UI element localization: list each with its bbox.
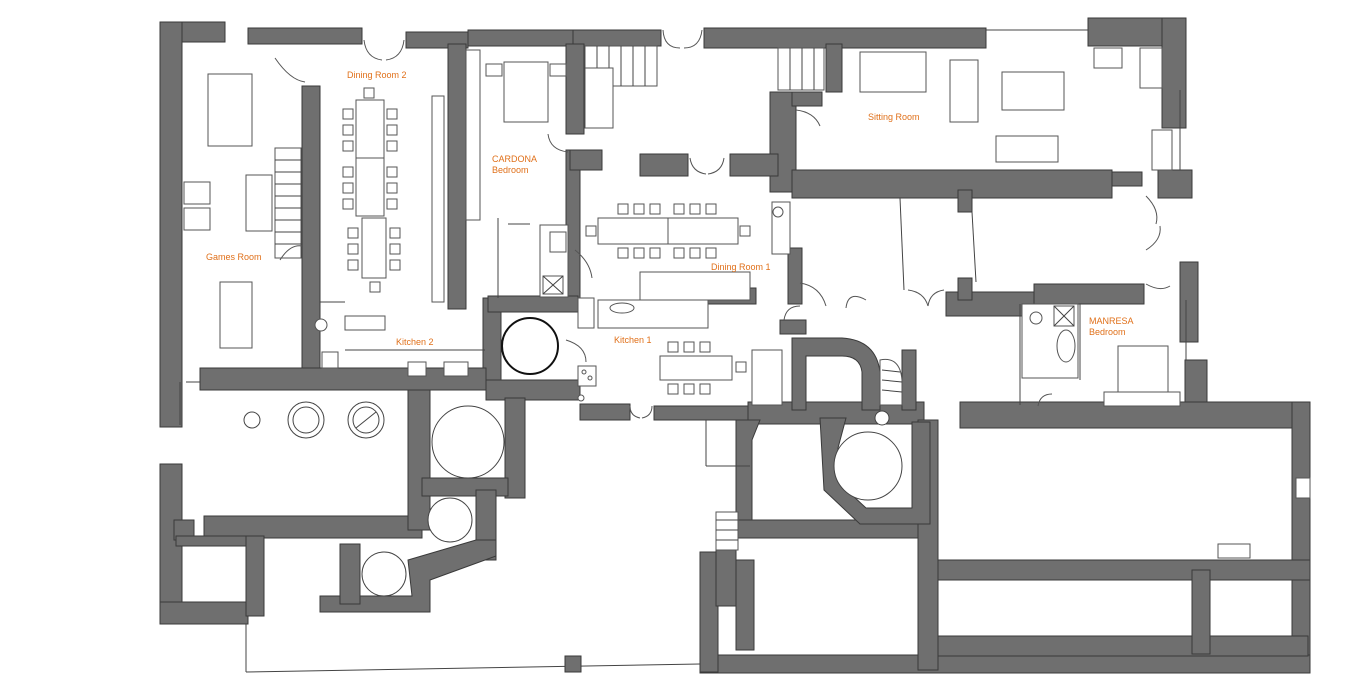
cardona-bed [503,61,549,123]
label-games-room: Games Room [206,252,262,262]
games-sofa [245,174,273,232]
label-dining-room-1: Dining Room 1 [711,262,771,272]
label-kitchen-2: Kitchen 2 [396,337,434,347]
sitting-table-2 [1001,71,1065,111]
cardona-stair [584,45,658,129]
manresa-bed [1117,345,1169,397]
sitting-sofa-2 [995,135,1059,163]
sitting-room-stair [777,47,825,91]
walls [159,17,1311,674]
games-table-1 [207,73,253,147]
label-manresa-bedroom: Bedroom [1089,327,1126,337]
games-table-2 [219,281,253,349]
stairs [274,45,903,551]
tanks [243,401,903,597]
label-dining-room-2: Dining Room 2 [347,70,407,80]
label-manresa: MANRESA [1089,316,1134,326]
label-cardona: CARDONA [492,154,537,164]
sitting-sofa-1 [949,59,979,123]
games-room-stair [274,147,302,259]
furniture [183,47,1181,407]
doors [186,29,1171,419]
label-kitchen-1: Kitchen 1 [614,335,652,345]
sitting-table-1 [859,51,927,93]
label-cardona-bedroom: Bedroom [492,165,529,175]
room-labels: Games Room Dining Room 2 Kitchen 2 CARDO… [206,70,1134,347]
label-sitting-room: Sitting Room [868,112,920,122]
central-spiral-stair [879,358,903,406]
lower-stair [715,511,739,551]
